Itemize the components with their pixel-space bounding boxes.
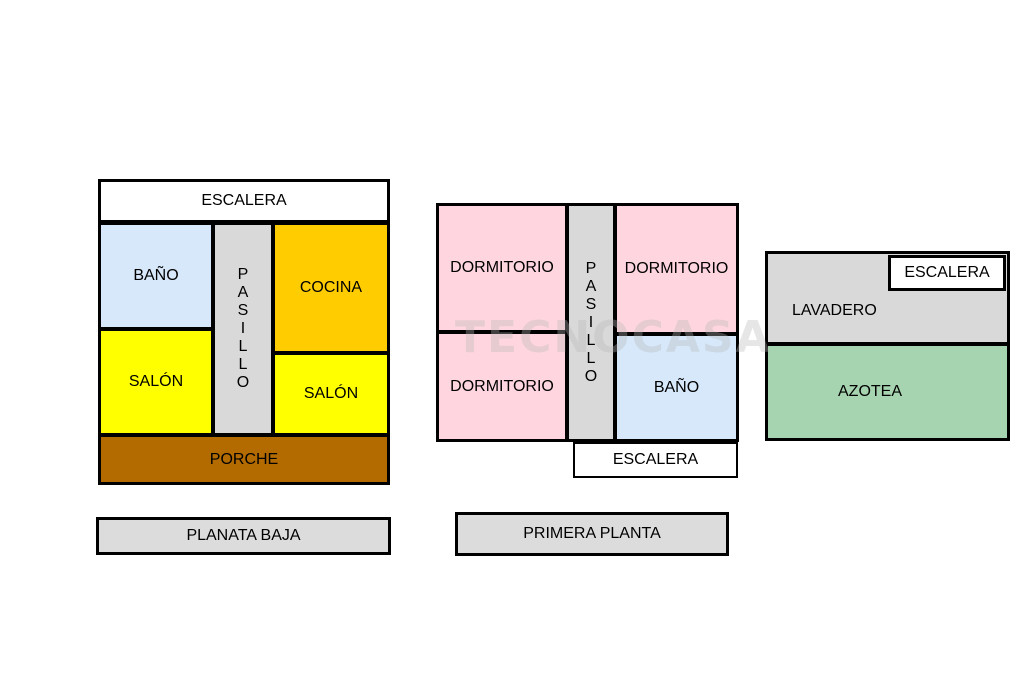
pp-pasillo-letter: A: [585, 277, 597, 295]
pb-porche: PORCHE: [98, 434, 390, 485]
pb-pasillo-letter: A: [237, 284, 249, 301]
pb-pasillo: P A S I L L O: [212, 222, 274, 436]
pp-pasillo-letter: S: [585, 295, 597, 313]
pp-pasillo-letter: L: [586, 331, 596, 349]
pb-salon-left-label: SALÓN: [128, 373, 184, 390]
pp-dormitorio-bl-label: DORMITORIO: [450, 377, 554, 395]
pp-escalera: ESCALERA: [573, 442, 738, 478]
pb-pasillo-letter: I: [240, 320, 246, 337]
watermark-logo: TECNOCASA: [455, 312, 772, 363]
pp-escalera-label: ESCALERA: [612, 451, 699, 468]
pp-caption-text: PRIMERA PLANTA: [523, 525, 661, 542]
pp-pasillo-letter: L: [586, 349, 596, 367]
pb-salon-right: SALÓN: [272, 352, 390, 436]
az-azotea: AZOTEA: [765, 343, 1010, 441]
pp-pasillo-letter: O: [584, 367, 598, 385]
pb-bano: BAÑO: [98, 222, 214, 330]
pp-dormitorio-tr-label: DORMITORIO: [624, 260, 729, 277]
pp-pasillo-letter: I: [588, 313, 594, 331]
pb-cocina-label: COCINA: [299, 279, 363, 296]
pb-caption-text: PLANATA BAJA: [186, 527, 301, 544]
pp-pasillo-letter: P: [585, 259, 597, 277]
pp-bano-label: BAÑO: [653, 378, 700, 396]
pb-cocina: COCINA: [272, 222, 390, 354]
pb-pasillo-letter: L: [238, 338, 248, 355]
pb-escalera-label: ESCALERA: [201, 192, 287, 209]
pp-caption: PRIMERA PLANTA: [455, 512, 729, 556]
pp-dormitorio-tl-label: DORMITORIO: [450, 259, 554, 276]
pb-porche-label: PORCHE: [209, 450, 279, 468]
pp-dormitorio-tr: DORMITORIO: [614, 203, 739, 335]
az-escalera: ESCALERA: [888, 255, 1006, 291]
az-azotea-label: AZOTEA: [838, 383, 903, 400]
pb-bano-label: BAÑO: [133, 267, 179, 284]
az-escalera-label: ESCALERA: [904, 264, 990, 281]
az-lavadero-label: LAVADERO: [792, 302, 877, 319]
pb-caption: PLANATA BAJA: [96, 517, 391, 555]
pp-bano: BAÑO: [614, 333, 739, 442]
pb-salon-left: SALÓN: [98, 328, 214, 436]
pb-salon-right-label: SALÓN: [303, 385, 359, 402]
pb-pasillo-letter: P: [237, 266, 249, 283]
pp-dormitorio-bl: DORMITORIO: [436, 331, 568, 442]
pb-escalera: ESCALERA: [98, 179, 390, 223]
pb-pasillo-letter: S: [237, 302, 249, 319]
pb-pasillo-letter: O: [236, 374, 250, 391]
pb-pasillo-letter: L: [238, 356, 248, 373]
